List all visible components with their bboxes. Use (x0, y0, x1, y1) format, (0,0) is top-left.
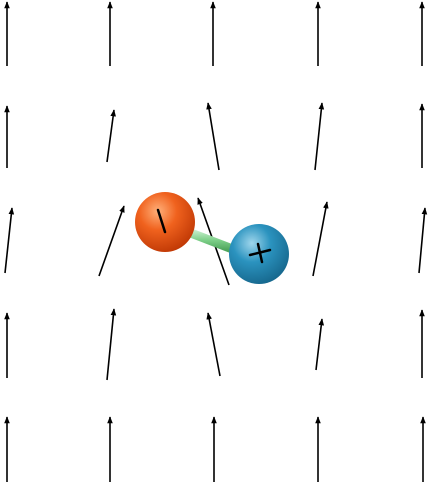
field-arrow (206, 102, 220, 171)
plus-sign (248, 242, 272, 264)
minus-sign (156, 208, 167, 234)
field-arrow (4, 207, 15, 274)
dipole-molecule (135, 192, 289, 284)
field-arrow (106, 308, 117, 381)
field-arrow (206, 312, 221, 377)
field-arrow (98, 205, 125, 277)
negative-charge-ball (135, 192, 195, 252)
field-arrow (315, 318, 325, 371)
field-arrow (314, 102, 325, 171)
field-arrow (312, 201, 329, 277)
field-arrow (418, 207, 428, 274)
field-arrow (106, 109, 116, 163)
